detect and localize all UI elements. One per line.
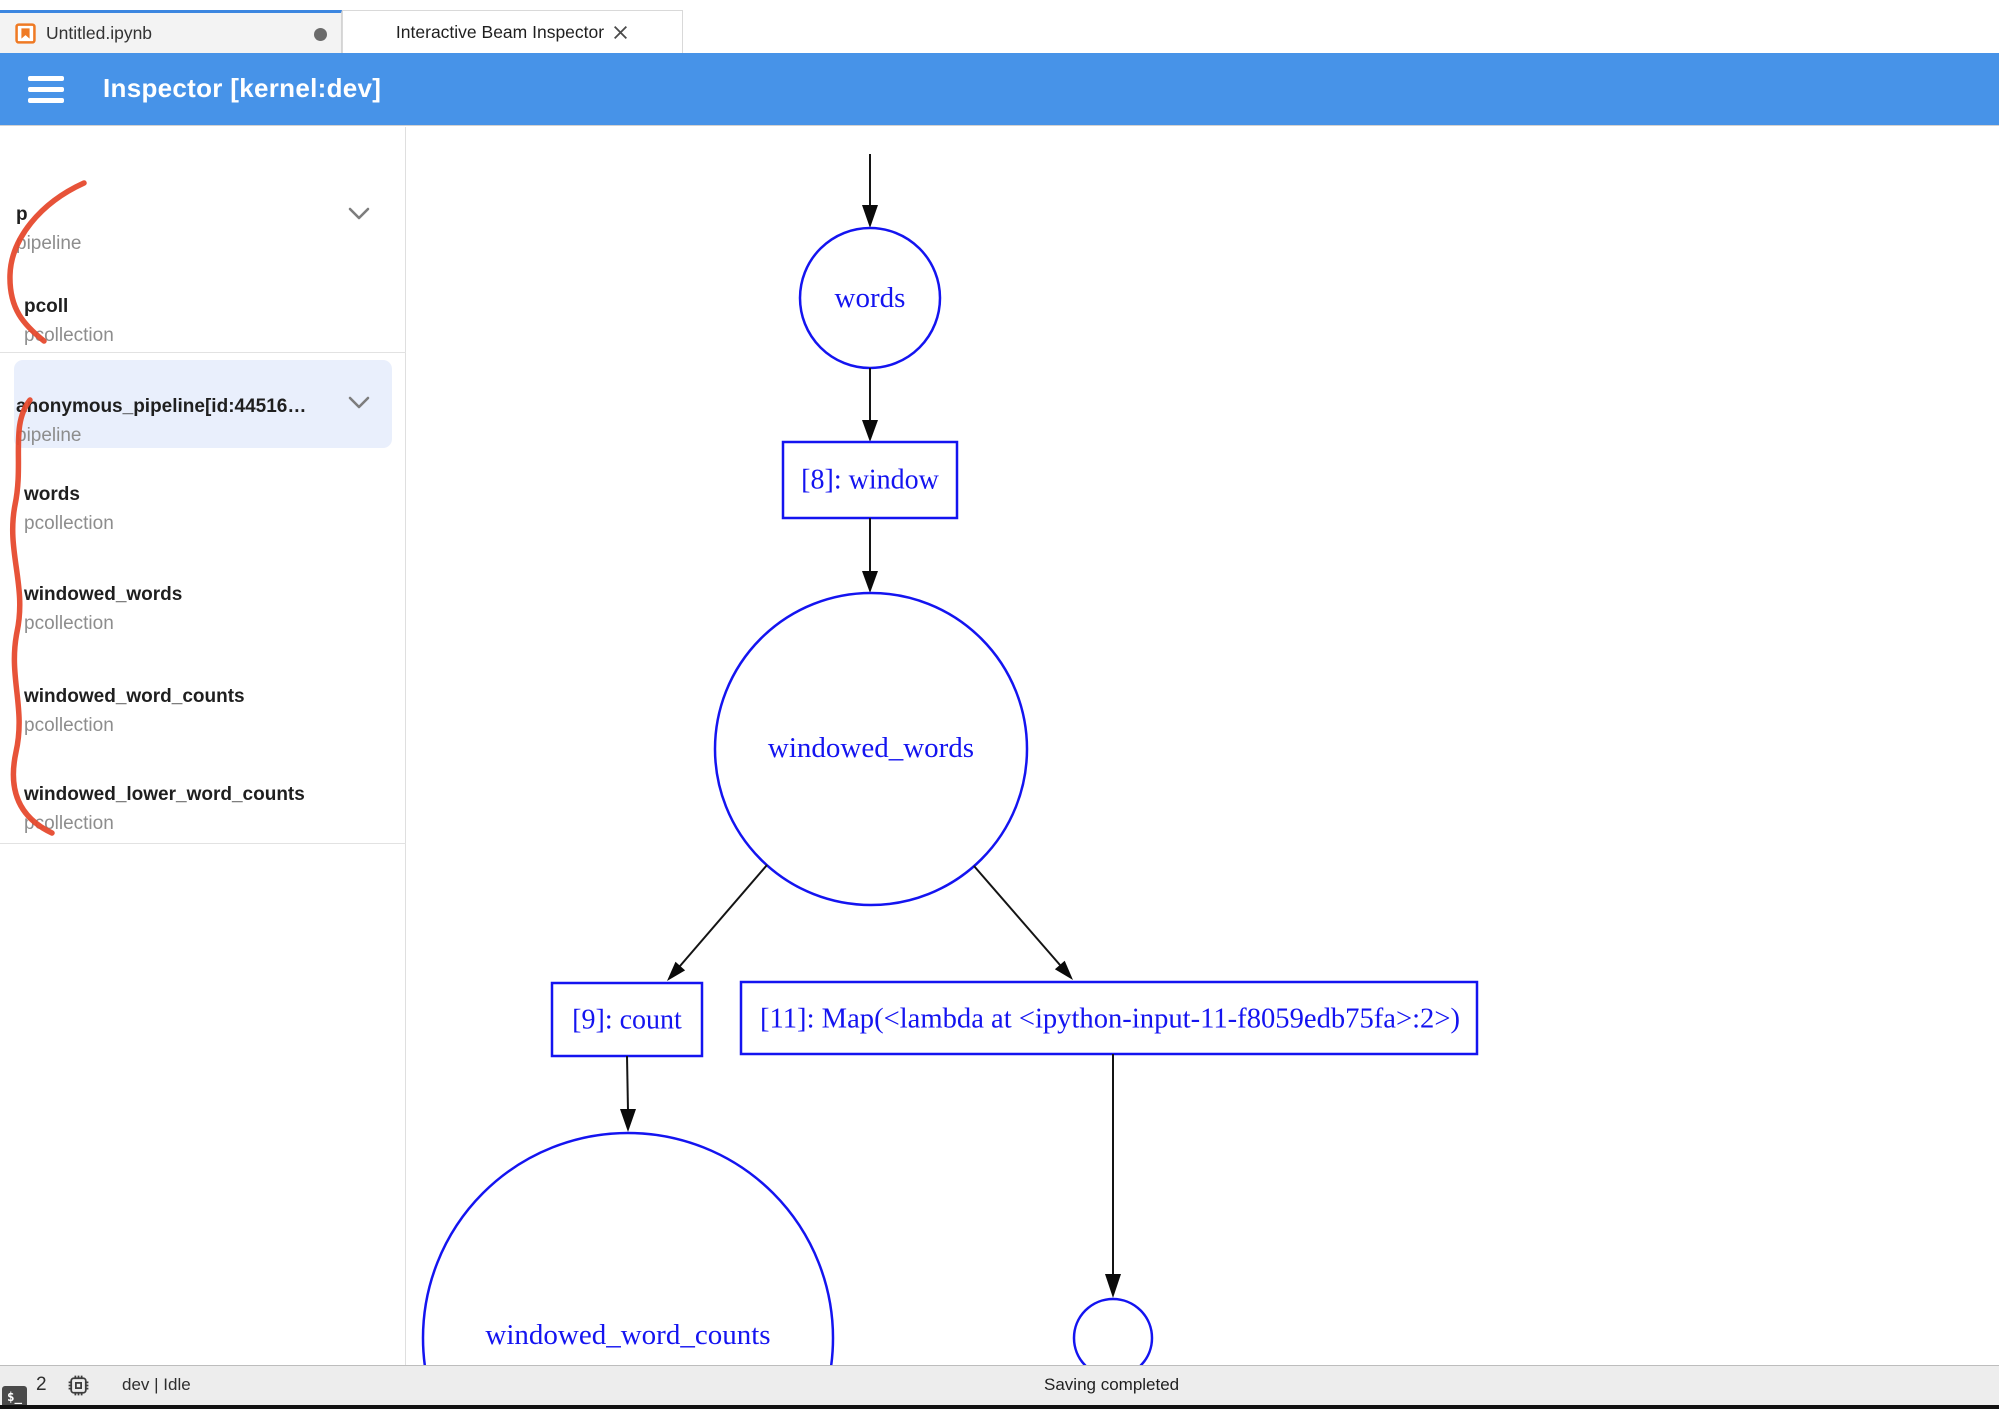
item-title: windowed_words — [24, 584, 183, 605]
terminal-icon-label: $_ — [6, 1388, 23, 1404]
pipeline-sidebar: p pipeline pcoll pcollection anonymous_p… — [0, 127, 406, 1365]
arrowhead — [1054, 960, 1073, 980]
sidebar-item-pcoll[interactable]: pcoll pcollection — [24, 295, 349, 348]
item-title: windowed_word_counts — [24, 686, 245, 707]
status-bar: $_ 2 dev | Idle Saving completed — [0, 1365, 1999, 1406]
list-bottom-border — [0, 843, 406, 844]
tab-untitled-notebook[interactable]: Untitled.ipynb — [0, 10, 342, 53]
chevron-down-icon[interactable] — [348, 396, 370, 410]
item-subtitle: pcollection — [24, 325, 114, 346]
arrowhead — [620, 1109, 636, 1132]
arrowhead — [667, 961, 686, 981]
node-window-label: [8]: window — [801, 465, 939, 496]
node-windowed-words-label: windowed_words — [768, 732, 974, 764]
tab-interactive-beam-inspector[interactable]: Interactive Beam Inspector — [342, 10, 683, 53]
arrowhead — [862, 571, 878, 593]
sidebar-item-words[interactable]: words pcollection — [24, 483, 349, 536]
tab-label: Untitled.ipynb — [46, 22, 153, 43]
sidebar-item-windowed-lower-word-counts[interactable]: windowed_lower_word_counts pcollection — [24, 783, 349, 836]
section-divider — [0, 352, 406, 353]
close-icon[interactable] — [612, 24, 629, 41]
item-title: windowed_lower_word_counts — [24, 784, 305, 805]
item-title: anonymous_pipeline[id:44516… — [16, 396, 307, 417]
item-subtitle: pcollection — [24, 813, 114, 834]
save-status-message: Saving completed — [1044, 1375, 1180, 1394]
pipeline-graph-canvas: words [8]: window windowed_words [9]: co… — [406, 127, 1999, 1409]
node-window — [781, 440, 959, 520]
arrowhead — [862, 420, 878, 442]
node-map — [739, 980, 1479, 1056]
node-windowed-word-counts — [421, 1131, 835, 1409]
edge-count-wwc — [626, 1055, 629, 1112]
item-title: p — [16, 204, 28, 225]
node-count-label: [9]: count — [572, 1005, 682, 1036]
arrowhead — [1105, 1274, 1121, 1298]
node-windowed-word-counts-label: windowed_word_counts — [485, 1319, 770, 1351]
item-subtitle: pcollection — [24, 715, 114, 736]
node-map-label: [11]: Map(<lambda at <ipython-input-11-f… — [760, 1004, 1460, 1035]
node-count — [550, 981, 704, 1058]
sidebar-item-anonymous-pipeline[interactable]: anonymous_pipeline[id:44516… pipeline — [16, 395, 349, 448]
terminal-icon[interactable]: $_ — [2, 1386, 27, 1406]
sidebar-item-pipeline-p[interactable]: p pipeline — [16, 203, 349, 256]
item-title: pcoll — [24, 296, 69, 317]
terminal-count[interactable]: 2 — [36, 1374, 47, 1395]
sidebar-item-windowed-words[interactable]: windowed_words pcollection — [24, 583, 349, 636]
window-bottom-edge — [0, 1405, 1999, 1409]
app-bar-title: Inspector [kernel:dev] — [103, 73, 382, 103]
arrowhead — [862, 205, 878, 228]
edge-windowedwords-count — [679, 864, 768, 967]
inspector-app-bar: Inspector [kernel:dev] — [0, 53, 1999, 126]
sidebar-item-windowed-word-counts[interactable]: windowed_word_counts pcollection — [24, 685, 349, 738]
hamburger-menu-icon[interactable] — [28, 76, 64, 104]
pipeline-graph: words [8]: window windowed_words [9]: co… — [421, 154, 1479, 1409]
window-top-strip — [0, 0, 1999, 10]
notebook-icon — [15, 22, 36, 44]
node-words-label: words — [835, 282, 906, 314]
node-unnamed-pcollection — [1072, 1297, 1154, 1379]
item-title: words — [24, 484, 80, 505]
selected-item-highlight — [14, 360, 392, 448]
edge-windowedwords-map — [973, 865, 1061, 966]
item-subtitle: pcollection — [24, 513, 114, 534]
item-subtitle: pipeline — [16, 233, 82, 254]
tab-label: Interactive Beam Inspector — [395, 21, 605, 42]
dock-tab-bar: Untitled.ipynb Interactive Beam Inspecto… — [0, 10, 1999, 53]
kernel-status[interactable]: dev | Idle — [122, 1375, 191, 1394]
item-subtitle: pipeline — [16, 425, 82, 446]
kernel-chip-icon[interactable] — [66, 1373, 91, 1403]
unsaved-changes-dot[interactable] — [314, 28, 327, 41]
node-windowed-words — [713, 591, 1029, 907]
item-subtitle: pcollection — [24, 613, 114, 634]
chevron-down-icon[interactable] — [348, 207, 370, 221]
